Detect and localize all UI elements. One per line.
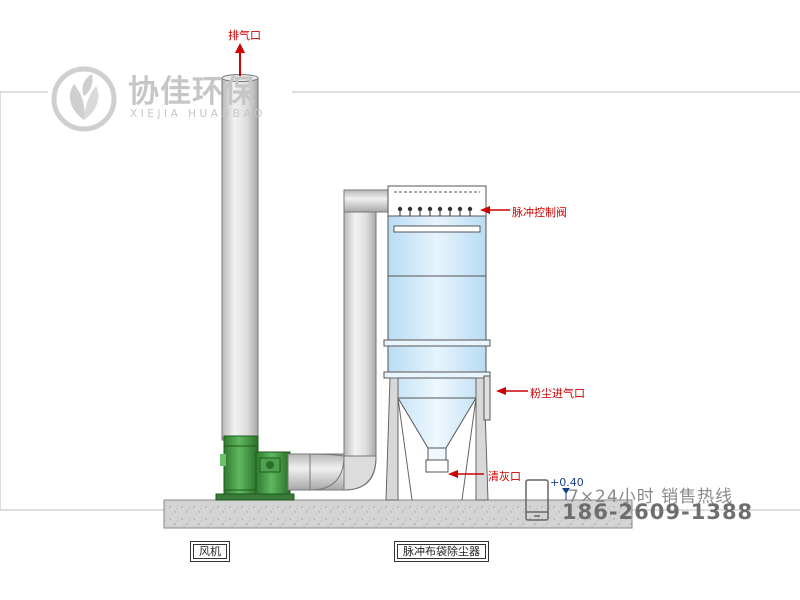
connecting-duct: [309, 189, 391, 491]
brand-name-cn: 协佳环保: [128, 74, 256, 110]
fan-unit: [215, 435, 295, 501]
ash-outlet-arrow-icon: [448, 470, 484, 478]
brand-name-en: XIEJIA HUANBAO: [130, 108, 266, 120]
dust-inlet-flange: [483, 375, 491, 421]
ash-outlet-label: 清灰口: [488, 470, 521, 483]
brand-logo-icon: [51, 66, 117, 132]
level-mark-icon: [562, 488, 570, 500]
exhaust-outlet-label: 排气口: [228, 29, 261, 42]
collector-caption: 脉冲布袋除尘器: [394, 541, 489, 562]
fan-caption: 风机: [190, 541, 230, 562]
pulse-valve-label: 脉冲控制阀: [512, 206, 567, 219]
hotline-number: 186-2609-1388: [562, 500, 754, 524]
dust-inlet-label: 粉尘进气口: [530, 387, 585, 400]
collector-hopper: [397, 377, 477, 473]
level-mark: +0.40: [550, 476, 584, 489]
phone-icon: [525, 479, 549, 521]
dust-inlet-arrow-icon: [496, 387, 528, 395]
exhaust-stack: [221, 74, 259, 441]
pulse-valves: [397, 206, 473, 216]
pulse-valve-arrow-icon: [480, 206, 510, 214]
exhaust-arrow-icon: [235, 43, 245, 76]
hotline-label: 7×24小时 销售热线: [568, 487, 734, 507]
